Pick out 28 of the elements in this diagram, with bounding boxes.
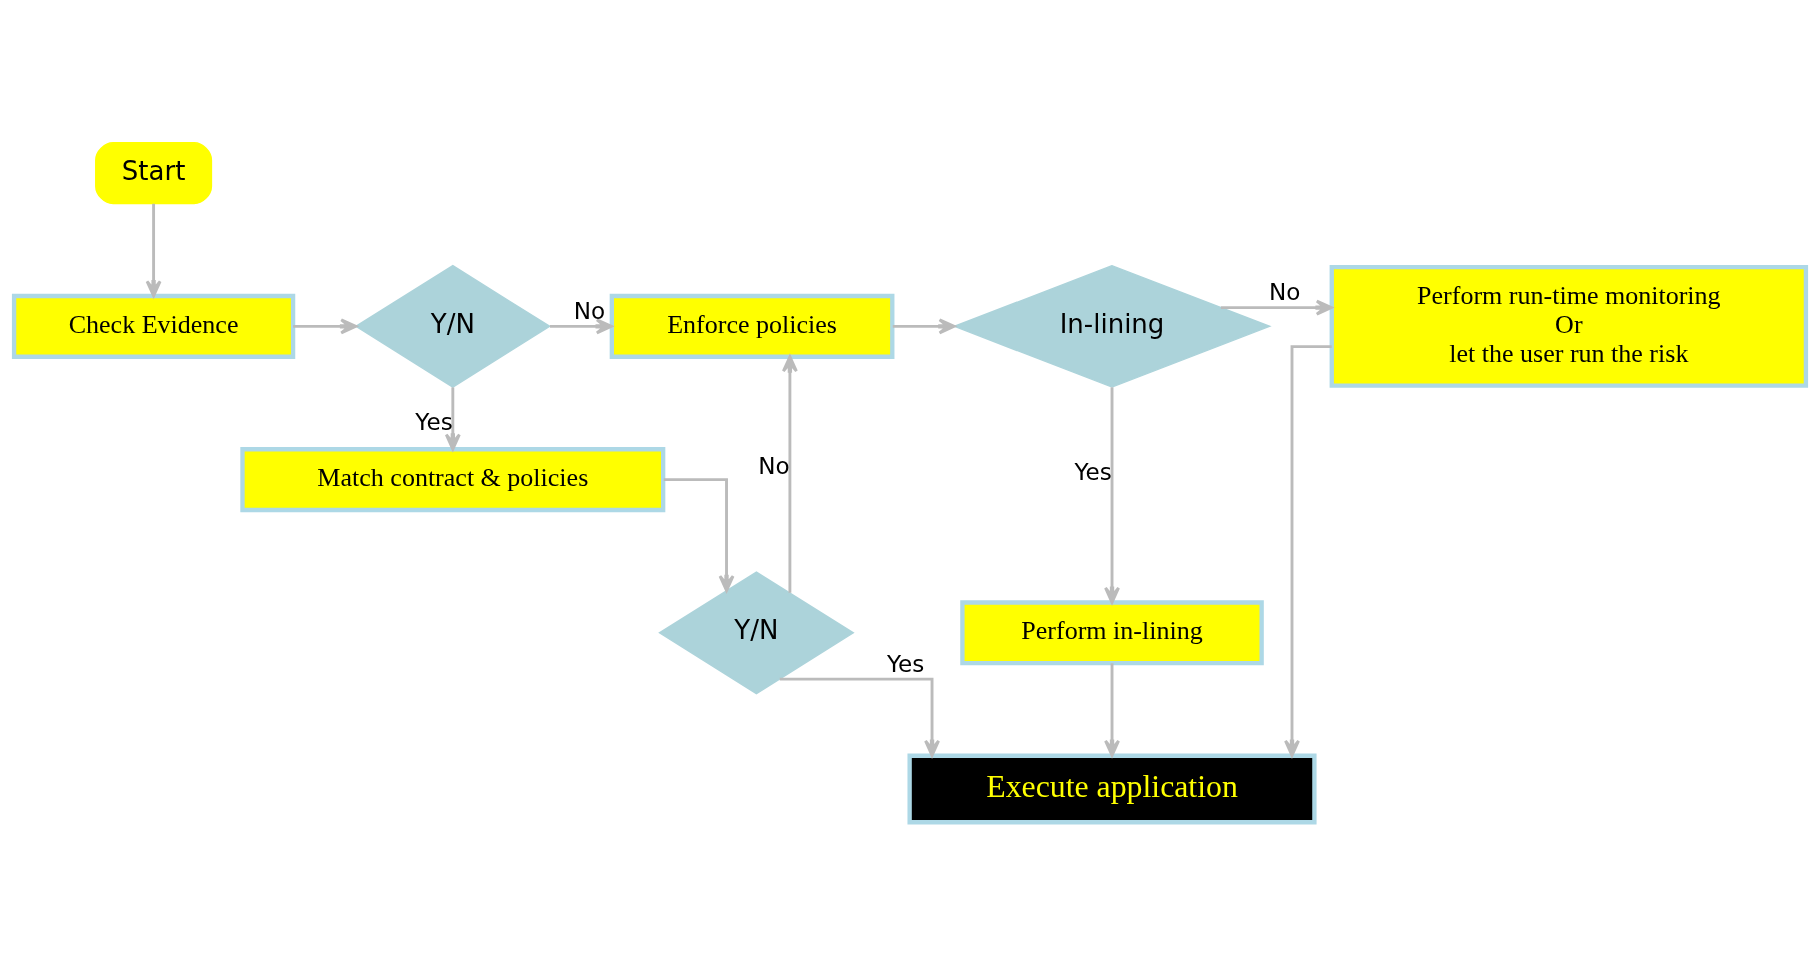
arrow	[892, 317, 956, 334]
edge-label: No	[1269, 278, 1301, 305]
arrow	[1284, 344, 1332, 757]
node-box: Execute application	[907, 753, 1317, 824]
node-diamond: Y/N	[354, 264, 552, 388]
edge-label: No	[573, 297, 606, 324]
node-diamond: Y/N	[658, 570, 855, 694]
edge-label: Yes	[415, 408, 453, 435]
node-box: Match contract & policies	[240, 446, 666, 512]
arrow	[779, 677, 940, 757]
edge-label: Yes	[886, 650, 925, 677]
edge-label: Yes	[1074, 458, 1112, 485]
node-diamond: In-lining	[952, 264, 1272, 388]
arrow	[663, 477, 735, 592]
node-box: Perform in-lining	[960, 599, 1264, 665]
node-box: Check Evidence	[11, 293, 296, 359]
arrow	[444, 386, 461, 451]
arrow	[550, 317, 613, 334]
node-box: Enforce policies	[609, 293, 895, 359]
arrow	[293, 317, 358, 334]
arrow	[1104, 386, 1120, 604]
arrow	[1220, 299, 1333, 316]
node-box: Perform run-time monitoring Or let the user run the risk	[1329, 264, 1809, 388]
arrow	[781, 354, 798, 593]
edge-label: No	[758, 452, 790, 479]
arrow	[1104, 662, 1120, 757]
node-box: Start	[95, 141, 213, 204]
arrow	[145, 203, 162, 297]
